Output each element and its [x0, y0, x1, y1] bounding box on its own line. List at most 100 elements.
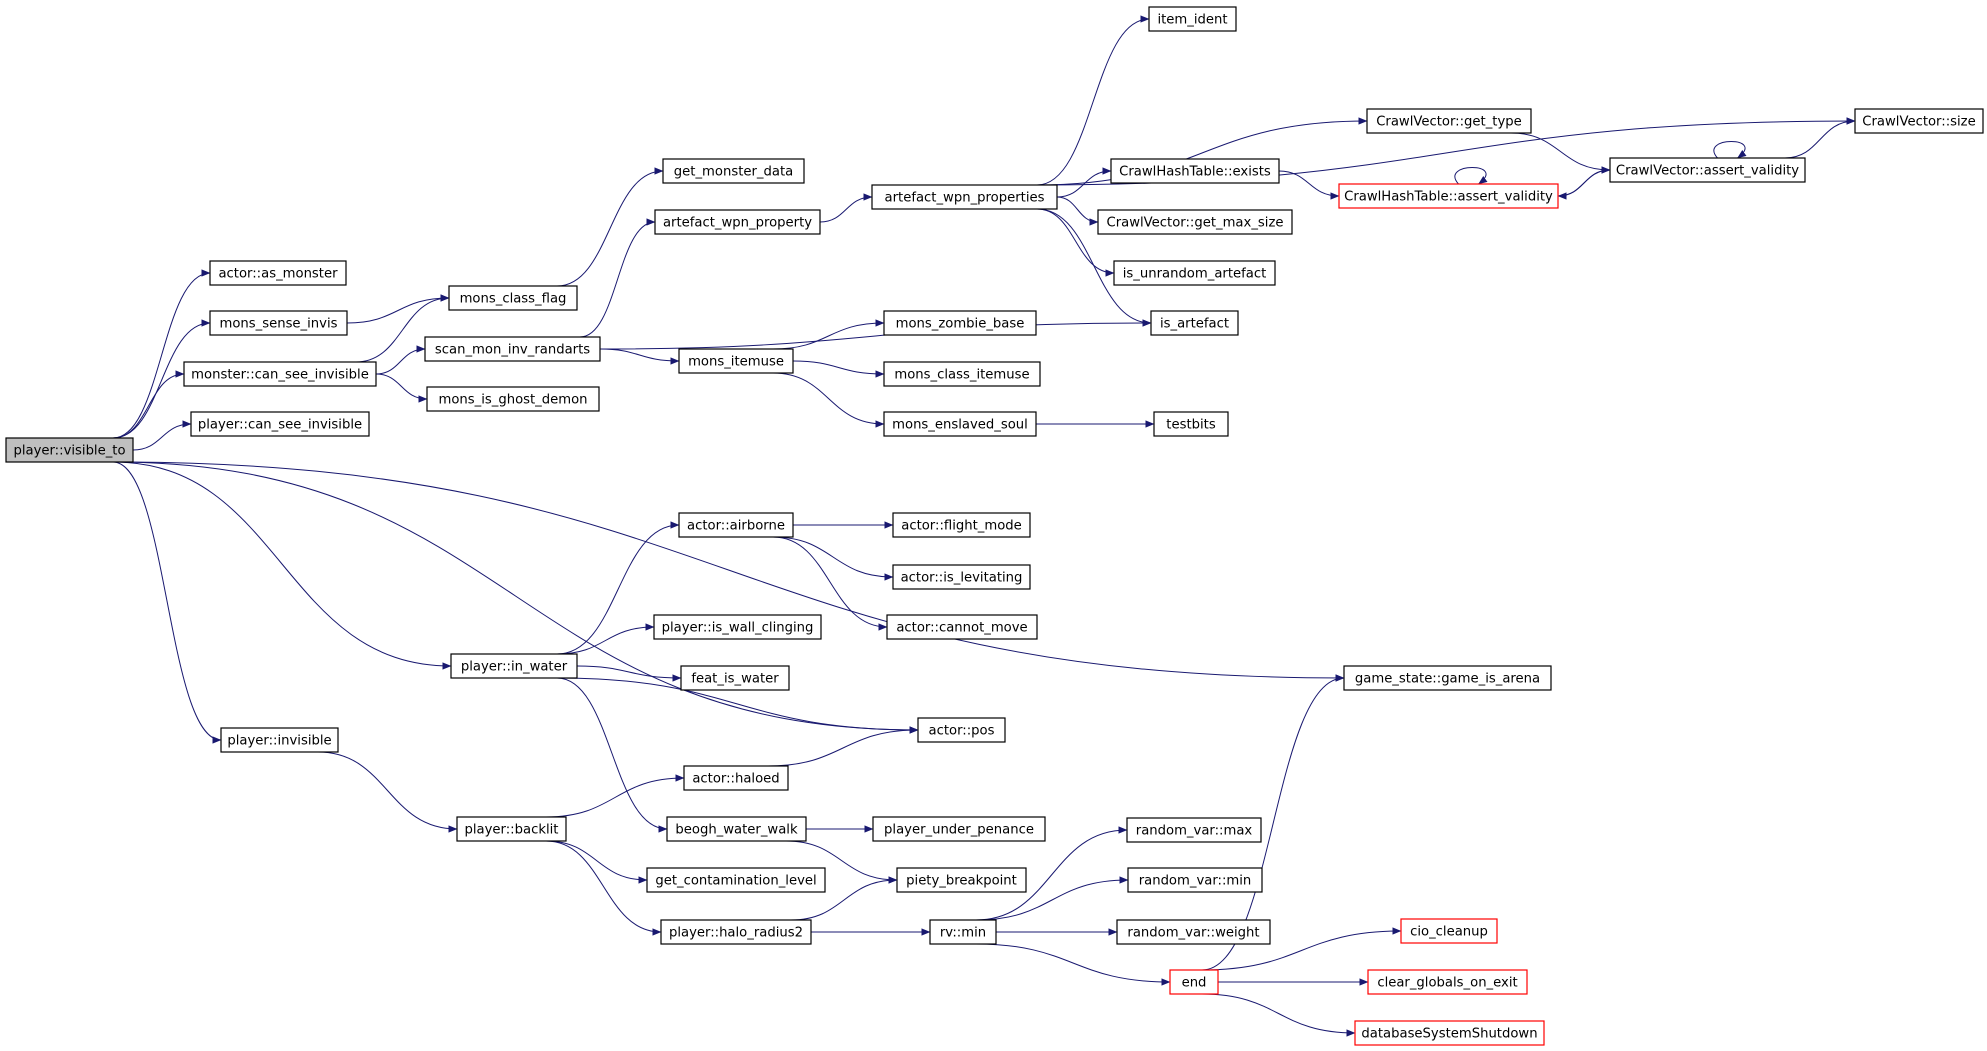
node-actor-cannot-move[interactable]: actor::cannot_move	[886, 614, 1038, 640]
node-box-databasesystemshutdown	[1354, 1020, 1545, 1046]
node-player-is-wall-clinging[interactable]: player::is_wall_clinging	[653, 614, 822, 640]
node-player-halo-radius2[interactable]: player::halo_radius2	[660, 919, 812, 945]
node-mons-enslaved-soul[interactable]: mons_enslaved_soul	[883, 411, 1037, 437]
node-actor-flight-mode[interactable]: actor::flight_mode	[892, 512, 1031, 538]
node-databasesystemshutdown[interactable]: databaseSystemShutdown	[1354, 1020, 1545, 1046]
edge-player-visible-to-to-player-in-water	[112, 461, 452, 670]
node-piety-breakpoint[interactable]: piety_breakpoint	[896, 867, 1027, 893]
node-box-artefact-wpn-property	[654, 209, 821, 235]
node-player-can-see-invisible[interactable]: player::can_see_invisible	[190, 411, 370, 437]
node-player-backlit[interactable]: player::backlit	[456, 816, 567, 842]
node-label-game-state-game-is-arena: game_state::game_is_arena	[1355, 672, 1540, 687]
node-actor-as-monster[interactable]: actor::as_monster	[209, 260, 347, 286]
node-box-actor-flight-mode	[892, 512, 1031, 538]
node-actor-pos[interactable]: actor::pos	[917, 717, 1006, 743]
edge-player-visible-to-to-player-invisible	[112, 461, 222, 744]
node-actor-is-levitating[interactable]: actor::is_levitating	[892, 564, 1031, 590]
node-is-unrandom-artefact[interactable]: is_unrandom_artefact	[1113, 260, 1276, 286]
node-label-actor-is-levitating: actor::is_levitating	[901, 571, 1023, 586]
node-label-mons-sense-invis: mons_sense_invis	[219, 317, 337, 332]
node-beogh-water-walk[interactable]: beogh_water_walk	[666, 816, 807, 842]
node-label-get-monster-data: get_monster_data	[674, 165, 793, 180]
node-end[interactable]: end	[1169, 969, 1219, 995]
edge-player-visible-to-to-player-can-see-invisible	[132, 420, 192, 451]
node-player-under-penance[interactable]: player_under_penance	[872, 816, 1046, 842]
node-mons-is-ghost-demon[interactable]: mons_is_ghost_demon	[426, 386, 600, 412]
node-rv-min[interactable]: rv::min	[929, 919, 997, 945]
node-crawlvector-get-type[interactable]: CrawlVector::get_type	[1366, 108, 1532, 134]
node-feat-is-water[interactable]: feat_is_water	[680, 665, 790, 691]
node-label-feat-is-water: feat_is_water	[691, 672, 779, 687]
node-get-monster-data[interactable]: get_monster_data	[662, 158, 805, 184]
node-mons-itemuse[interactable]: mons_itemuse	[678, 348, 794, 374]
node-player-in-water[interactable]: player::in_water	[450, 653, 578, 679]
node-actor-airborne[interactable]: actor::airborne	[678, 512, 794, 538]
node-box-crawlvector-get-type	[1366, 108, 1532, 134]
node-get-contamination-level[interactable]: get_contamination_level	[646, 867, 826, 893]
node-label-random-var-weight: random_var::weight	[1127, 926, 1259, 941]
node-player-invisible[interactable]: player::invisible	[220, 727, 339, 753]
node-player-visible-to[interactable]: player::visible_to	[5, 437, 134, 463]
node-box-player-backlit	[456, 816, 567, 842]
node-label-actor-flight-mode: actor::flight_mode	[901, 519, 1022, 534]
node-random-var-weight[interactable]: random_var::weight	[1116, 919, 1271, 945]
node-crawlvector-assert-validity[interactable]: CrawlVector::assert_validity	[1609, 157, 1806, 183]
edge-artefact-wpn-properties-to-is-unrandom-artefact	[1036, 208, 1115, 277]
node-mons-sense-invis[interactable]: mons_sense_invis	[209, 310, 348, 336]
node-box-random-var-max	[1126, 817, 1262, 843]
node-box-item-ident	[1148, 6, 1237, 32]
node-box-mons-is-ghost-demon	[426, 386, 600, 412]
edge-mons-class-flag-to-get-monster-data	[556, 167, 664, 287]
node-artefact-wpn-properties[interactable]: artefact_wpn_properties	[871, 184, 1058, 210]
node-box-crawlvector-assert-validity	[1609, 157, 1806, 183]
edge-monster-can-see-invisible-to-mons-class-flag	[355, 294, 450, 363]
node-label-testbits: testbits	[1166, 418, 1216, 433]
edge-end-to-databasesystemshutdown	[1201, 993, 1356, 1037]
edge-artefact-wpn-properties-to-crawlvector-get-max-size	[1056, 196, 1099, 226]
node-scan-mon-inv-randarts[interactable]: scan_mon_inv_randarts	[424, 336, 601, 362]
node-label-artefact-wpn-properties: artefact_wpn_properties	[885, 191, 1045, 206]
edge-player-invisible-to-player-backlit	[317, 751, 458, 833]
node-box-player-can-see-invisible	[190, 411, 370, 437]
node-random-var-max[interactable]: random_var::max	[1126, 817, 1262, 843]
node-box-cio-cleanup	[1400, 918, 1498, 944]
node-label-crawlvector-size: CrawlVector::size	[1862, 115, 1975, 130]
node-crawlhashtable-exists[interactable]: CrawlHashTable::exists	[1110, 158, 1280, 184]
node-box-beogh-water-walk	[666, 816, 807, 842]
node-label-player-invisible: player::invisible	[227, 734, 331, 749]
edge-monster-can-see-invisible-to-mons-is-ghost-demon	[375, 373, 428, 403]
edge-player-in-water-to-actor-pos	[556, 677, 919, 734]
node-box-actor-as-monster	[209, 260, 347, 286]
node-mons-class-itemuse[interactable]: mons_class_itemuse	[883, 361, 1041, 387]
node-box-is-artefact	[1150, 310, 1239, 336]
node-box-rv-min	[929, 919, 997, 945]
node-box-crawlvector-size	[1854, 108, 1984, 134]
node-crawlvector-size[interactable]: CrawlVector::size	[1854, 108, 1984, 134]
edge-mons-itemuse-to-mons-zombie-base	[772, 319, 885, 350]
node-box-mons-zombie-base	[883, 310, 1037, 336]
node-crawlvector-get-max-size[interactable]: CrawlVector::get_max_size	[1097, 209, 1293, 235]
node-random-var-min[interactable]: random_var::min	[1127, 867, 1263, 893]
edge-player-in-water-to-feat-is-water	[576, 665, 682, 682]
node-box-actor-haloed	[683, 765, 789, 791]
edge-player-halo-radius2-to-piety-breakpoint	[790, 876, 898, 921]
node-box-player-is-wall-clinging	[653, 614, 822, 640]
node-box-artefact-wpn-properties	[871, 184, 1058, 210]
node-actor-haloed[interactable]: actor::haloed	[683, 765, 789, 791]
node-monster-can-see-invisible[interactable]: monster::can_see_invisible	[183, 361, 377, 387]
node-cio-cleanup[interactable]: cio_cleanup	[1400, 918, 1498, 944]
node-artefact-wpn-property[interactable]: artefact_wpn_property	[654, 209, 821, 235]
node-mons-zombie-base[interactable]: mons_zombie_base	[883, 310, 1037, 336]
node-mons-class-flag[interactable]: mons_class_flag	[448, 285, 578, 311]
node-label-databasesystemshutdown: databaseSystemShutdown	[1361, 1027, 1537, 1042]
edge-rv-min-to-random-var-max	[975, 826, 1128, 921]
node-label-crawlvector-get-max-size: CrawlVector::get_max_size	[1107, 216, 1284, 231]
node-is-artefact[interactable]: is_artefact	[1150, 310, 1239, 336]
node-game-state-game-is-arena[interactable]: game_state::game_is_arena	[1343, 665, 1552, 691]
node-item-ident[interactable]: item_ident	[1148, 6, 1237, 32]
node-testbits[interactable]: testbits	[1153, 411, 1229, 437]
node-label-crawlhashtable-exists: CrawlHashTable::exists	[1119, 165, 1271, 180]
node-crawlhashtable-assert-validity[interactable]: CrawlHashTable::assert_validity	[1338, 183, 1559, 209]
node-clear-globals-on-exit[interactable]: clear_globals_on_exit	[1367, 969, 1528, 995]
node-label-get-contamination-level: get_contamination_level	[655, 874, 816, 889]
